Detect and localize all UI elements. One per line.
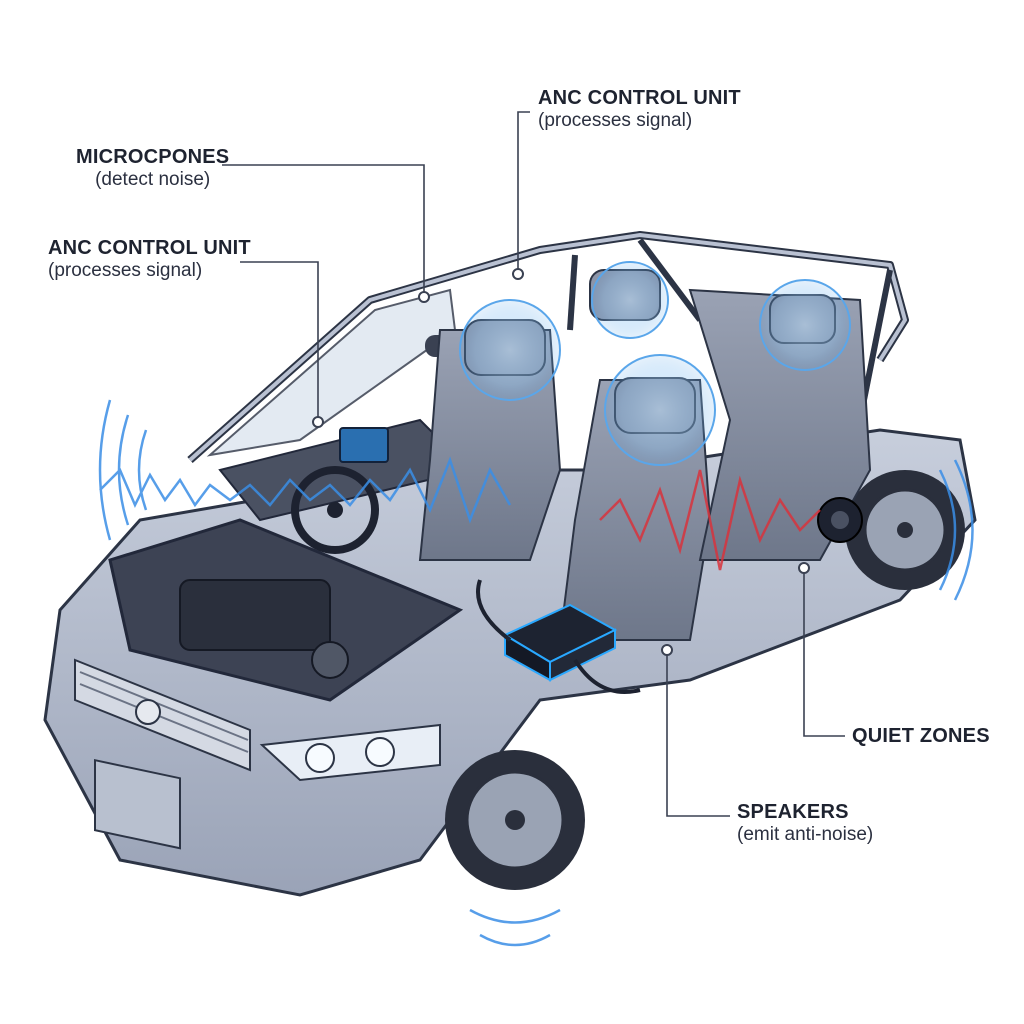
quiet-zone-bubble xyxy=(591,261,669,339)
callout-subtitle: (detect noise) xyxy=(95,169,211,190)
windshield xyxy=(206,288,457,457)
leader-lines xyxy=(222,111,845,817)
callout-quiet-zones: QUIET ZONES xyxy=(852,724,990,748)
steering-wheel xyxy=(291,466,379,554)
engine-block xyxy=(179,579,331,651)
callout-microphones: MICROCPONES (detect noise) xyxy=(76,145,229,192)
quiet-zone-bubble xyxy=(759,279,851,371)
callout-speakers: SPEAKERS (emit anti-noise) xyxy=(737,800,873,847)
callout-anc-control-unit-top: ANC CONTROL UNIT (processes signal) xyxy=(538,86,741,133)
callout-anc-control-unit-left: ANC CONTROL UNIT (processes signal) xyxy=(48,236,251,283)
anc-control-unit-box xyxy=(502,603,618,682)
callout-subtitle: (processes signal) xyxy=(48,260,203,281)
infotainment-screen xyxy=(339,427,389,463)
callout-subtitle: (emit anti-noise) xyxy=(737,824,874,845)
front-wheel xyxy=(445,750,585,890)
callout-title: ANC CONTROL UNIT xyxy=(48,237,251,259)
headlight xyxy=(259,723,441,782)
quiet-zone-bubble xyxy=(604,354,716,466)
callout-title: ANC CONTROL UNIT xyxy=(538,87,741,109)
anti-noise-wave xyxy=(98,399,974,947)
callout-title: QUIET ZONES xyxy=(852,725,990,747)
sensor-dot xyxy=(312,268,810,656)
rear-wheel xyxy=(845,470,965,590)
quiet-zone-bubble xyxy=(459,299,561,401)
noise-wave xyxy=(599,469,821,571)
callout-title: SPEAKERS xyxy=(737,801,849,823)
callout-subtitle: (processes signal) xyxy=(538,110,693,131)
callout-title: MICROCPONES xyxy=(76,146,230,168)
